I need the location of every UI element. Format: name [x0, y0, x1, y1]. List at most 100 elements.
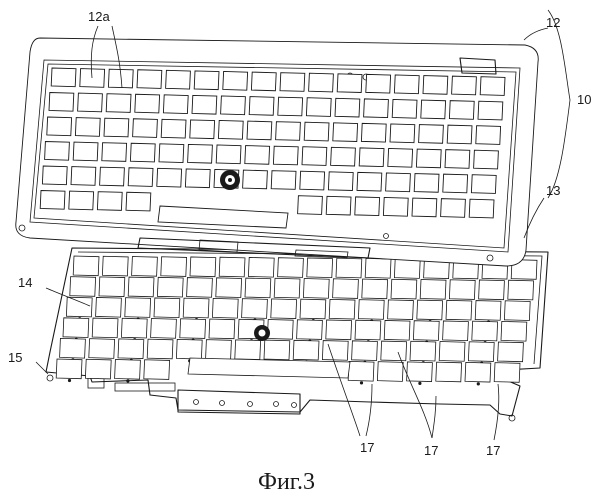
key	[49, 93, 74, 112]
key	[209, 319, 235, 339]
key	[154, 298, 180, 318]
key	[364, 99, 389, 118]
key	[216, 278, 242, 298]
key	[147, 339, 173, 359]
key	[96, 297, 122, 317]
key	[218, 120, 243, 139]
key	[414, 174, 439, 193]
bottom-tabs	[88, 378, 175, 391]
lower-keyboard-plate	[46, 248, 548, 421]
key	[336, 258, 362, 278]
key	[475, 301, 501, 321]
key	[151, 319, 177, 339]
key	[304, 122, 329, 141]
key	[494, 363, 520, 383]
key	[194, 71, 219, 90]
key	[115, 359, 141, 379]
key	[337, 74, 362, 93]
key	[443, 174, 468, 193]
key	[278, 97, 303, 116]
key	[71, 167, 96, 186]
key	[42, 166, 67, 185]
key	[394, 75, 419, 94]
key	[417, 300, 443, 320]
key	[355, 320, 381, 340]
key	[300, 299, 326, 319]
key	[447, 125, 472, 144]
key	[469, 199, 494, 218]
key	[392, 99, 417, 118]
key	[89, 339, 115, 359]
key	[121, 318, 147, 338]
key	[247, 121, 272, 140]
key	[348, 361, 374, 381]
key	[161, 119, 186, 138]
key	[365, 258, 391, 278]
label-17-third: 17	[486, 443, 500, 458]
key	[298, 196, 323, 215]
key	[391, 279, 417, 299]
key	[449, 101, 474, 120]
figure-caption: Фиг.3	[258, 469, 315, 495]
key	[185, 169, 210, 188]
key	[99, 277, 125, 297]
key	[439, 342, 465, 362]
key	[384, 320, 410, 340]
key	[441, 199, 466, 218]
label-14: 14	[18, 275, 32, 290]
key	[335, 98, 360, 117]
key	[303, 279, 329, 299]
key	[223, 71, 248, 90]
key	[276, 122, 301, 141]
key	[163, 95, 188, 114]
key	[216, 145, 241, 164]
key	[273, 146, 298, 165]
key	[161, 257, 187, 277]
key	[478, 101, 503, 120]
key	[102, 143, 127, 162]
key	[267, 319, 293, 339]
label-15: 15	[8, 350, 22, 365]
key	[443, 321, 469, 341]
key	[176, 339, 202, 359]
key	[73, 142, 98, 161]
key-dot	[68, 379, 71, 382]
key	[472, 321, 498, 341]
key	[504, 301, 530, 321]
key	[183, 298, 209, 318]
key	[45, 142, 70, 161]
key	[104, 118, 129, 137]
key	[180, 319, 206, 339]
key	[133, 119, 158, 138]
key	[235, 340, 261, 360]
key	[357, 172, 382, 191]
key	[309, 73, 334, 92]
key	[66, 297, 92, 317]
key	[264, 340, 290, 360]
key	[300, 171, 325, 190]
key	[92, 318, 118, 338]
key	[394, 259, 420, 279]
key	[366, 74, 391, 93]
key	[157, 168, 182, 187]
key	[190, 120, 215, 139]
key	[307, 258, 333, 278]
key	[97, 192, 122, 211]
key	[132, 256, 158, 276]
key	[128, 277, 154, 297]
key	[75, 118, 100, 137]
key	[251, 72, 276, 91]
lower-spacebar	[188, 358, 350, 378]
key	[221, 96, 246, 115]
key	[51, 68, 76, 87]
key	[328, 172, 353, 191]
key	[187, 278, 213, 298]
key	[474, 150, 499, 169]
key	[352, 341, 378, 361]
key	[333, 279, 359, 299]
key	[381, 341, 407, 361]
key	[498, 342, 524, 362]
key	[128, 168, 153, 187]
key	[100, 167, 125, 186]
